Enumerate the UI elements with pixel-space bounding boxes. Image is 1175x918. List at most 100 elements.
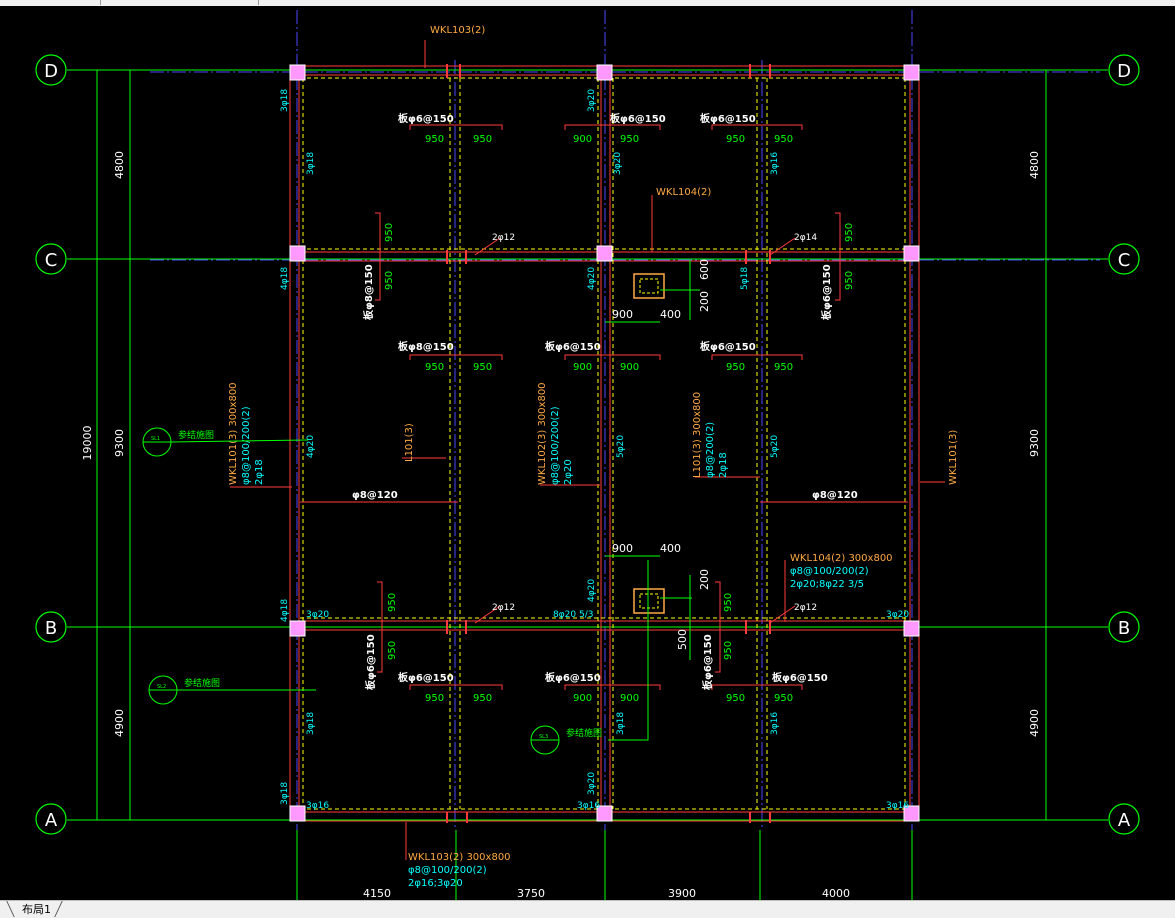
slab-top-2: 板φ6@150 <box>610 112 666 125</box>
axis-label-a-right: A <box>1118 810 1131 831</box>
detail-box-top: 900 400 600 200 <box>605 259 711 323</box>
slab-dim-vc1: 950 <box>384 223 395 242</box>
slab-dim-5b: 900 <box>620 362 639 373</box>
layout-tab-bar: 布局1 <box>0 900 1175 918</box>
beam-labels: WKL103(2) WKL103(2) 300x800 WKL104(2) WK… <box>228 25 959 863</box>
rebar-mark-4: 3φ20 <box>613 152 623 175</box>
slab-dist-left: φ8@120 <box>352 490 398 501</box>
beam-label-wkl104-b: WKL104(2) 300x800 <box>790 553 893 564</box>
slab-dim-vc3: 950 <box>844 223 855 242</box>
rebar-mark-20: 3φ18 <box>280 782 290 805</box>
svg-text:SL1: SL1 <box>151 436 160 442</box>
axis-bubble-c-right <box>1108 243 1140 275</box>
beam-label-wkl102: WKL102(3) 300x800 <box>537 382 548 485</box>
axis-bubble-d-left <box>35 54 67 86</box>
toolbar-tab-2[interactable] <box>100 0 259 5</box>
detail-dim-500: 500 <box>676 629 689 650</box>
slab-dim-2b: 950 <box>620 134 639 145</box>
axis-label-a-left: A <box>45 810 58 831</box>
detail-dim-200-top: 200 <box>698 291 711 312</box>
rebar-2-12-b2: 2φ12 <box>794 603 817 613</box>
axis-label-b-left: B <box>45 618 57 639</box>
slab-dim-6a: 950 <box>726 362 745 373</box>
detail-dim-400-bottom: 400 <box>660 542 681 555</box>
cad-drawing-canvas[interactable]: D D C C B B A A 4800 9300 4900 19000 480… <box>0 6 1175 900</box>
vertical-dimensions: 4800 9300 4900 19000 4800 9300 4900 <box>81 151 1041 737</box>
slab-dim-6b: 950 <box>774 362 793 373</box>
rebar-mark-1: 3φ18 <box>280 89 290 112</box>
slab-dim-4b: 950 <box>473 362 492 373</box>
beam-right <box>909 65 920 822</box>
axis-bubble-c-left <box>35 243 67 275</box>
rebar-mark-13: 4φ20 <box>587 579 597 602</box>
slab-side-c-right: 板φ6@150 <box>820 264 833 320</box>
column-a2 <box>596 805 613 822</box>
tab-layout-1[interactable]: 布局1 <box>8 901 61 917</box>
beam-label-bottom: WKL103(2) 300x800 <box>408 852 511 863</box>
slab-dim-3b: 950 <box>774 134 793 145</box>
rebar-mark-17: 3φ18 <box>306 712 316 735</box>
beam-label-details: φ8@100/200(2) 2φ16;3φ20 φ8@100/200(2) 2φ… <box>241 406 869 889</box>
callout-sl2: SL2 参结施图 <box>148 675 316 705</box>
slab-dim-vb1: 950 <box>387 593 398 612</box>
toolbar-tab-1[interactable] <box>0 0 101 5</box>
slab-dim-7a: 950 <box>425 693 444 704</box>
top-toolbar-strip <box>0 0 1175 6</box>
beams <box>289 65 920 822</box>
beam-label-bottom-l3: 2φ16;3φ20 <box>408 878 463 889</box>
slab-mid-3: 板φ6@150 <box>700 340 756 353</box>
rebar-mark-19: 3φ16 <box>770 712 780 735</box>
axis-bubbles <box>35 54 1140 835</box>
axis-label-c-left: C <box>45 250 58 271</box>
rebar-mark-5: 3φ16 <box>770 152 780 175</box>
rebar-2-12-b1: 2φ12 <box>492 603 515 613</box>
dim-4800-left: 4800 <box>113 151 126 179</box>
rebar-mark-23: 3φ16 <box>577 801 600 811</box>
dim-bay-2: 3750 <box>517 887 545 900</box>
slab-dim-vc2: 950 <box>384 271 395 290</box>
callout-ref-3: 参结施图 <box>566 727 602 739</box>
detail-dim-200-bottom: 200 <box>698 569 711 590</box>
slab-bot-3: 板φ6@150 <box>772 671 828 684</box>
rebar-mark-3: 3φ20 <box>587 89 597 112</box>
structural-floor-plan: D D C C B B A A 4800 9300 4900 19000 480… <box>35 10 1140 900</box>
rebar-mark-16: 3φ20 <box>886 610 909 620</box>
rebar-mark-18: 3φ18 <box>616 712 626 735</box>
slab-rebar-lines <box>230 40 945 860</box>
column-c3 <box>903 245 920 262</box>
slab-side-c-left: 板φ8@150 <box>362 264 375 320</box>
rebar-mark-9: 4φ20 <box>306 435 316 458</box>
beam-label-l101-mid-l2: φ8@200(2) <box>705 422 716 478</box>
beam-label-top: WKL103(2) <box>430 25 485 36</box>
slab-dim-2a: 900 <box>573 134 592 145</box>
slab-dims: 950 950 900 950 950 950 950 950 900 900 … <box>384 134 855 704</box>
svg-text:SL2: SL2 <box>157 684 166 690</box>
callout-sl1: SL1 参结施图 <box>142 427 309 457</box>
rebar-2-12-c: 2φ12 <box>492 233 515 243</box>
slab-dim-vb4: 950 <box>723 641 734 660</box>
column-b1 <box>289 620 306 637</box>
rebar-mark-7: 4φ20 <box>587 267 597 290</box>
column-d1 <box>289 64 306 81</box>
rebar-mark-6: 4φ18 <box>280 267 290 290</box>
axis-bubble-d-right <box>1108 54 1140 86</box>
axis-bubble-b-left <box>35 611 67 643</box>
rebar-mark-8: 5φ18 <box>740 267 750 290</box>
rebar-mark-15: 8φ20 5/3 <box>553 610 593 620</box>
slab-dim-vb3: 950 <box>723 593 734 612</box>
beam-marks <box>446 64 771 823</box>
detail-dim-900-bottom: 900 <box>612 542 633 555</box>
column-a1 <box>289 805 306 822</box>
slab-dim-1b: 950 <box>473 134 492 145</box>
beam-label-bottom-l2: φ8@100/200(2) <box>408 865 487 876</box>
slab-dim-8a: 900 <box>573 693 592 704</box>
slab-bot-1: 板φ6@150 <box>398 671 454 684</box>
slab-dim-1a: 950 <box>425 134 444 145</box>
beam-label-wkl104-c: WKL104(2) <box>656 187 711 198</box>
small-rebar-marks: 2φ12 2φ14 2φ12 2φ12 <box>492 233 817 613</box>
dim-4900-left: 4900 <box>113 709 126 737</box>
axis-labels: D D C C B B A A <box>44 61 1131 831</box>
rebar-mark-2: 3φ18 <box>306 152 316 175</box>
slab-dim-9b: 950 <box>774 693 793 704</box>
beam-label-wkl104-b-l3: 2φ20;8φ22 3/5 <box>790 579 864 590</box>
